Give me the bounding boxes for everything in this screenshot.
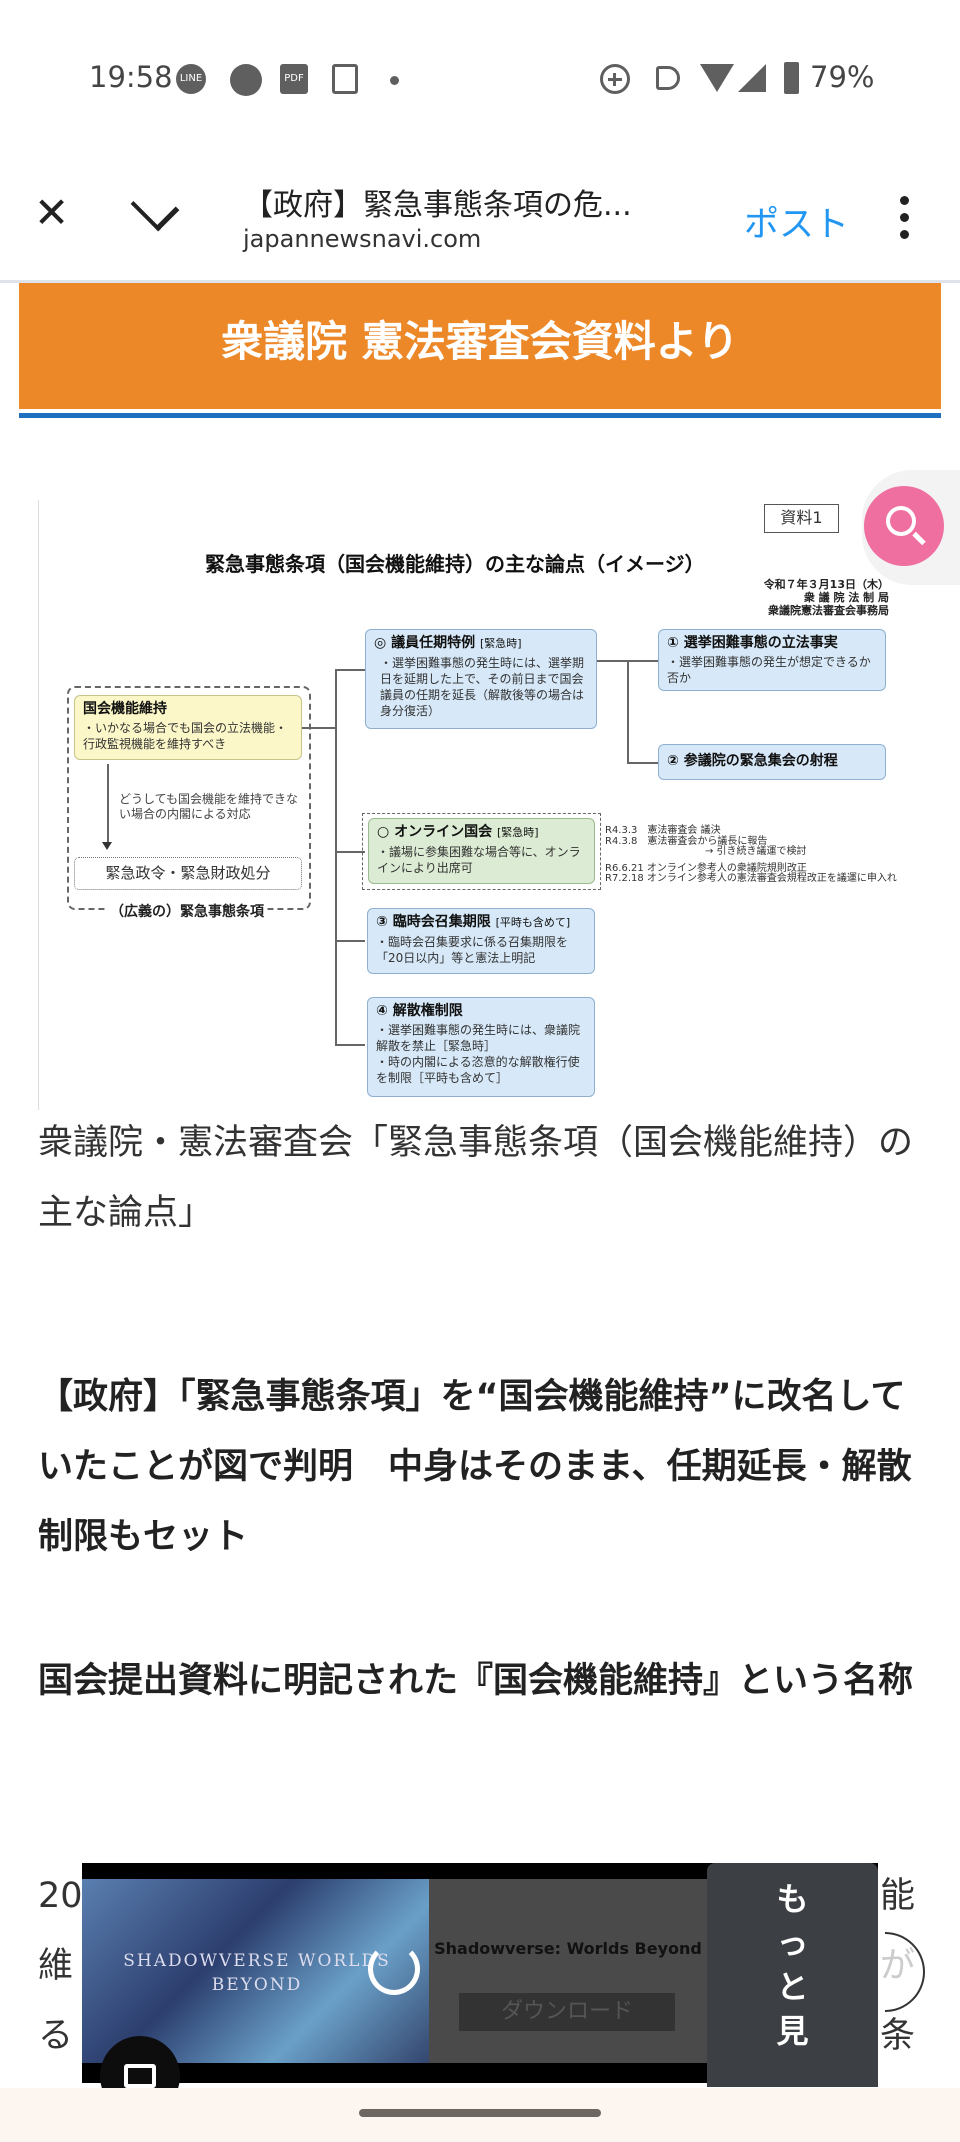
box-3-title: ③ 臨時会召集期限: [376, 914, 491, 930]
mute-icon: [656, 66, 680, 90]
box-1-text: ・選挙困難事態の発生が想定できるか否か: [667, 655, 871, 685]
box-4-text: ・時の内閣による恣意的な解散権行使を制限［平時も含めて］: [376, 1055, 580, 1085]
term-extension-box: ◎ 議員任期特例 [緊急時] ・選挙困難事態の発生時には、選挙期日を延期した上で…: [365, 629, 597, 729]
date-line: 衆議院憲法審査会事務局: [768, 604, 889, 617]
text-fragment: 維: [38, 1946, 74, 1986]
diagram-title: 緊急事態条項（国会機能維持）の主な論点（イメージ）: [205, 552, 705, 576]
close-icon[interactable]: ✕: [34, 188, 70, 237]
text-fragment: 能: [880, 1876, 916, 1916]
note-line: R6.6.21 オンライン参考人の衆議院規則改正: [605, 862, 807, 874]
online-box-tag: [緊急時]: [496, 826, 539, 839]
status-bar: 19:58 LINE PDF 79%: [0, 52, 960, 102]
signal-icon: [738, 64, 766, 92]
game-logo: SHADOWVERSE WORLDS BEYOND: [123, 1951, 391, 1995]
arrow-text: どうしても国会機能を維持できない場合の内閣による対応: [119, 792, 299, 821]
emergency-box: 緊急政令・緊急財政処分: [74, 857, 302, 890]
banner-rule: [19, 413, 941, 418]
date-line: 令和７年３月13日（木）: [763, 578, 889, 591]
text-fragment: る: [38, 2016, 74, 2056]
chevron-down-icon[interactable]: [130, 182, 180, 232]
box-1-title: ① 選挙困難事態の立法事実: [667, 635, 838, 651]
more-menu-icon[interactable]: [900, 196, 910, 244]
note-line: → 引き続き議運で検討: [605, 846, 807, 857]
magnifier-icon[interactable]: [864, 486, 944, 566]
connector: [302, 727, 335, 729]
main-box-title: 国会機能維持: [83, 701, 167, 717]
circle-icon: [230, 64, 262, 96]
wifi-icon: [700, 64, 734, 92]
status-time: 19:58: [89, 60, 173, 94]
box-4-title: ④ 解散権制限: [376, 1003, 463, 1019]
document-tag: 資料1: [764, 504, 839, 533]
page-domain: japannewsnavi.com: [243, 225, 482, 253]
connector: [335, 669, 365, 671]
download-button[interactable]: ダウンロード: [459, 1993, 675, 2031]
data-saver-icon: [600, 64, 630, 94]
replay-icon[interactable]: [368, 1943, 420, 1995]
diagram-image[interactable]: 資料1 緊急事態条項（国会機能維持）の主な論点（イメージ） 令和７年３月13日（…: [38, 500, 940, 1110]
box-4-text: ・選挙困難事態の発生時には、衆議院解散を禁止［緊急時］: [376, 1023, 581, 1053]
online-frame: [362, 813, 601, 890]
date-line: 衆 議 院 法 制 局: [803, 591, 889, 604]
outer-label: （広義の）緊急事態条項: [107, 901, 267, 921]
connector: [627, 660, 629, 762]
battery-icon: [784, 62, 799, 94]
news-icon: [332, 64, 358, 94]
section-banner: 衆議院 憲法審査会資料より: [19, 283, 941, 409]
subheading: 国会提出資料に明記された『国会機能維持』という名称: [38, 1661, 914, 1701]
page-title: 【政府】緊急事態条項の危...: [243, 188, 632, 223]
post-button[interactable]: ポスト: [744, 205, 850, 245]
connector: [335, 851, 365, 853]
ad-title: Shadowverse: Worlds Beyond: [434, 1939, 702, 1958]
connector: [627, 762, 658, 764]
home-handle[interactable]: [359, 2109, 601, 2117]
partial-text: 20 維 る: [38, 1861, 83, 2071]
online-box-title: ○ オンライン国会: [377, 824, 493, 840]
battery-percent: 79%: [810, 60, 875, 94]
connector: [335, 940, 365, 942]
term-box-tag: [緊急時]: [479, 637, 522, 650]
image-caption: 衆議院・憲法審査会「緊急事態条項（国会機能維持）の主な論点」: [38, 1123, 914, 1233]
box-2-title: ② 参議院の緊急集会の射程: [667, 753, 838, 769]
browser-toolbar: ✕ 【政府】緊急事態条項の危... japannewsnavi.com ポスト: [0, 160, 960, 280]
box-3-tag: [平時も含めて]: [495, 916, 571, 929]
toolbar-divider: [0, 280, 960, 283]
headline: 【政府】「緊急事態条項」を“国会機能維持”に改名していたことが図で判明 中身はそ…: [38, 1377, 912, 1557]
navigation-bar: [0, 2088, 960, 2142]
more-button[interactable]: もっと見: [707, 1863, 878, 2087]
note-line: R7.2.18 オンライン参考人の憲法審査会規程改正を議運に申入れ: [605, 873, 897, 884]
note-line: R4.3.8 憲法審査会から議長に報告: [605, 835, 768, 847]
box-2: ② 参議院の緊急集会の射程: [658, 744, 886, 780]
text-fragment: 20: [38, 1876, 83, 1916]
text-fragment: 条: [880, 2016, 916, 2056]
connector: [335, 1044, 365, 1046]
box-1: ① 選挙困難事態の立法事実 ・選挙困難事態の発生が想定できるか否か: [658, 629, 886, 691]
online-diet-box: ○ オンライン国会 [緊急時] ・議場に参集困難な場合等に、オンラインにより出席…: [368, 818, 595, 884]
connector: [335, 669, 337, 1044]
term-box-text: ・選挙困難事態の発生時には、選挙期日を延期した上で、その前日まで国会議員の任期を…: [380, 656, 585, 718]
online-box-text: ・議場に参集困難な場合等に、オンラインにより出席可: [377, 845, 581, 875]
box-3-text: ・臨時会召集要求に係る召集期限を「20日以内」等と憲法上明記: [376, 935, 569, 965]
online-notes: R4.3.3 憲法審査会 議決 R4.3.8 憲法審査会から議長に報告 → 引き…: [605, 825, 897, 885]
arrow-down-icon: [102, 842, 112, 850]
ad-info: Shadowverse: Worlds Beyond ダウンロード: [429, 1879, 707, 2063]
line-icon: LINE: [176, 64, 206, 94]
main-box: 国会機能維持 ・いかなる場合でも国会の立法機能・行政監視機能を維持すべき: [74, 695, 302, 760]
note-line: R4.3.3 憲法審査会 議決: [605, 825, 721, 836]
arrow-line: [107, 764, 109, 846]
main-box-text: ・いかなる場合でも国会の立法機能・行政監視機能を維持すべき: [83, 721, 288, 751]
box-4: ④ 解散権制限 ・選挙困難事態の発生時には、衆議院解散を禁止［緊急時］ ・時の内…: [367, 997, 595, 1097]
pdf-icon: PDF: [280, 64, 308, 94]
ad-banner[interactable]: SHADOWVERSE WORLDS BEYOND Shadowverse: W…: [82, 1863, 878, 2087]
term-box-title: ◎ 議員任期特例: [374, 635, 476, 651]
dot-icon: [390, 76, 399, 85]
diagram-date: 令和７年３月13日（木） 衆 議 院 法 制 局 衆議院憲法審査会事務局: [747, 578, 889, 617]
box-3: ③ 臨時会召集期限 [平時も含めて] ・臨時会召集要求に係る召集期限を「20日以…: [367, 908, 595, 974]
